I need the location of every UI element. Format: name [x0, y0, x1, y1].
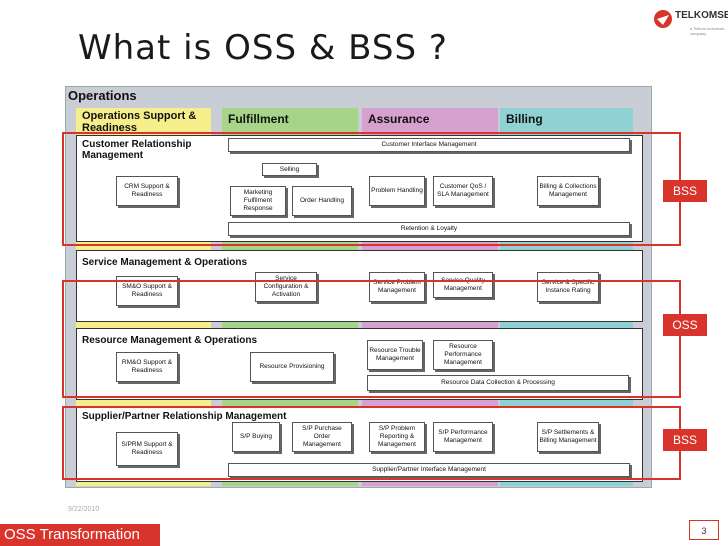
- oss-tag: OSS: [663, 314, 707, 336]
- column-header: Fulfillment: [228, 112, 289, 126]
- box-resource-trouble: Resource Trouble Management: [367, 340, 423, 370]
- logo-subtitle: a Telkom Indonesia company: [690, 26, 725, 36]
- box-order-handling: Order Handling: [292, 186, 352, 216]
- bss-tag-bottom: BSS: [663, 429, 707, 451]
- box-sp-buying: S/P Buying: [232, 422, 280, 452]
- box-rmo-support: RM&O Support & Readiness: [116, 352, 178, 382]
- box-billing-collections: Billing & Collections Management: [537, 176, 599, 206]
- box-problem-handling: Problem Handling: [369, 176, 425, 206]
- box-service-rating: Service & Specific Instance Rating: [537, 272, 599, 302]
- column-header: Billing: [506, 112, 543, 126]
- bss-outline-bottom: [62, 406, 681, 480]
- slide-date: 9/22/2010: [68, 506, 100, 513]
- box-service-configuration: Service Configuration & Activation: [255, 272, 317, 302]
- footer-label: OSS Transformation: [0, 524, 160, 546]
- band-title: Service Management & Operations: [82, 257, 248, 268]
- band-title: Resource Management & Operations: [82, 335, 258, 346]
- box-selling: Selling: [262, 163, 317, 176]
- box-sprm-support: S/PRM Support & Readiness: [116, 432, 178, 466]
- band-title: Customer Relationship Management: [82, 139, 192, 161]
- box-sp-purchase-order: S/P Purchase Order Management: [292, 422, 352, 452]
- column-header: Assurance: [368, 112, 430, 126]
- box-supplier-interface: Supplier/Partner Interface Management: [228, 463, 630, 477]
- box-customer-qos: Customer QoS / SLA Management: [433, 176, 493, 206]
- box-service-problem: Service Problem Management: [369, 272, 425, 302]
- box-resource-provisioning: Resource Provisioning: [250, 352, 334, 382]
- box-sp-problem: S/P Problem Reporting & Management: [369, 422, 425, 452]
- page-title: What is OSS & BSS ?: [78, 28, 448, 68]
- logo-brand: TELKOMSEL: [675, 10, 728, 21]
- box-resource-data: Resource Data Collection & Processing: [367, 375, 629, 391]
- box-marketing: Marketing Fulfilment Response: [230, 186, 286, 216]
- telkomsel-logo-icon: [654, 10, 672, 28]
- box-resource-performance: Resource Performance Management: [433, 340, 493, 370]
- box-retention: Retention & Loyalty: [228, 222, 630, 236]
- oss-outline: [62, 280, 681, 398]
- box-crm-support: CRM Support & Readiness: [116, 176, 178, 206]
- operations-label: Operations: [68, 88, 137, 103]
- box-customer-interface: Customer Interface Management: [228, 138, 630, 152]
- bss-outline-top: [62, 132, 681, 246]
- box-sp-settlements: S/P Settlements & Billing Management: [537, 422, 599, 452]
- page-number: 3: [689, 520, 719, 540]
- column-header: Operations Support & Readiness: [82, 110, 197, 134]
- box-sp-performance: S/P Performance Management: [433, 422, 493, 452]
- band-title: Supplier/Partner Relationship Management: [82, 411, 287, 422]
- bss-tag-top: BSS: [663, 180, 707, 202]
